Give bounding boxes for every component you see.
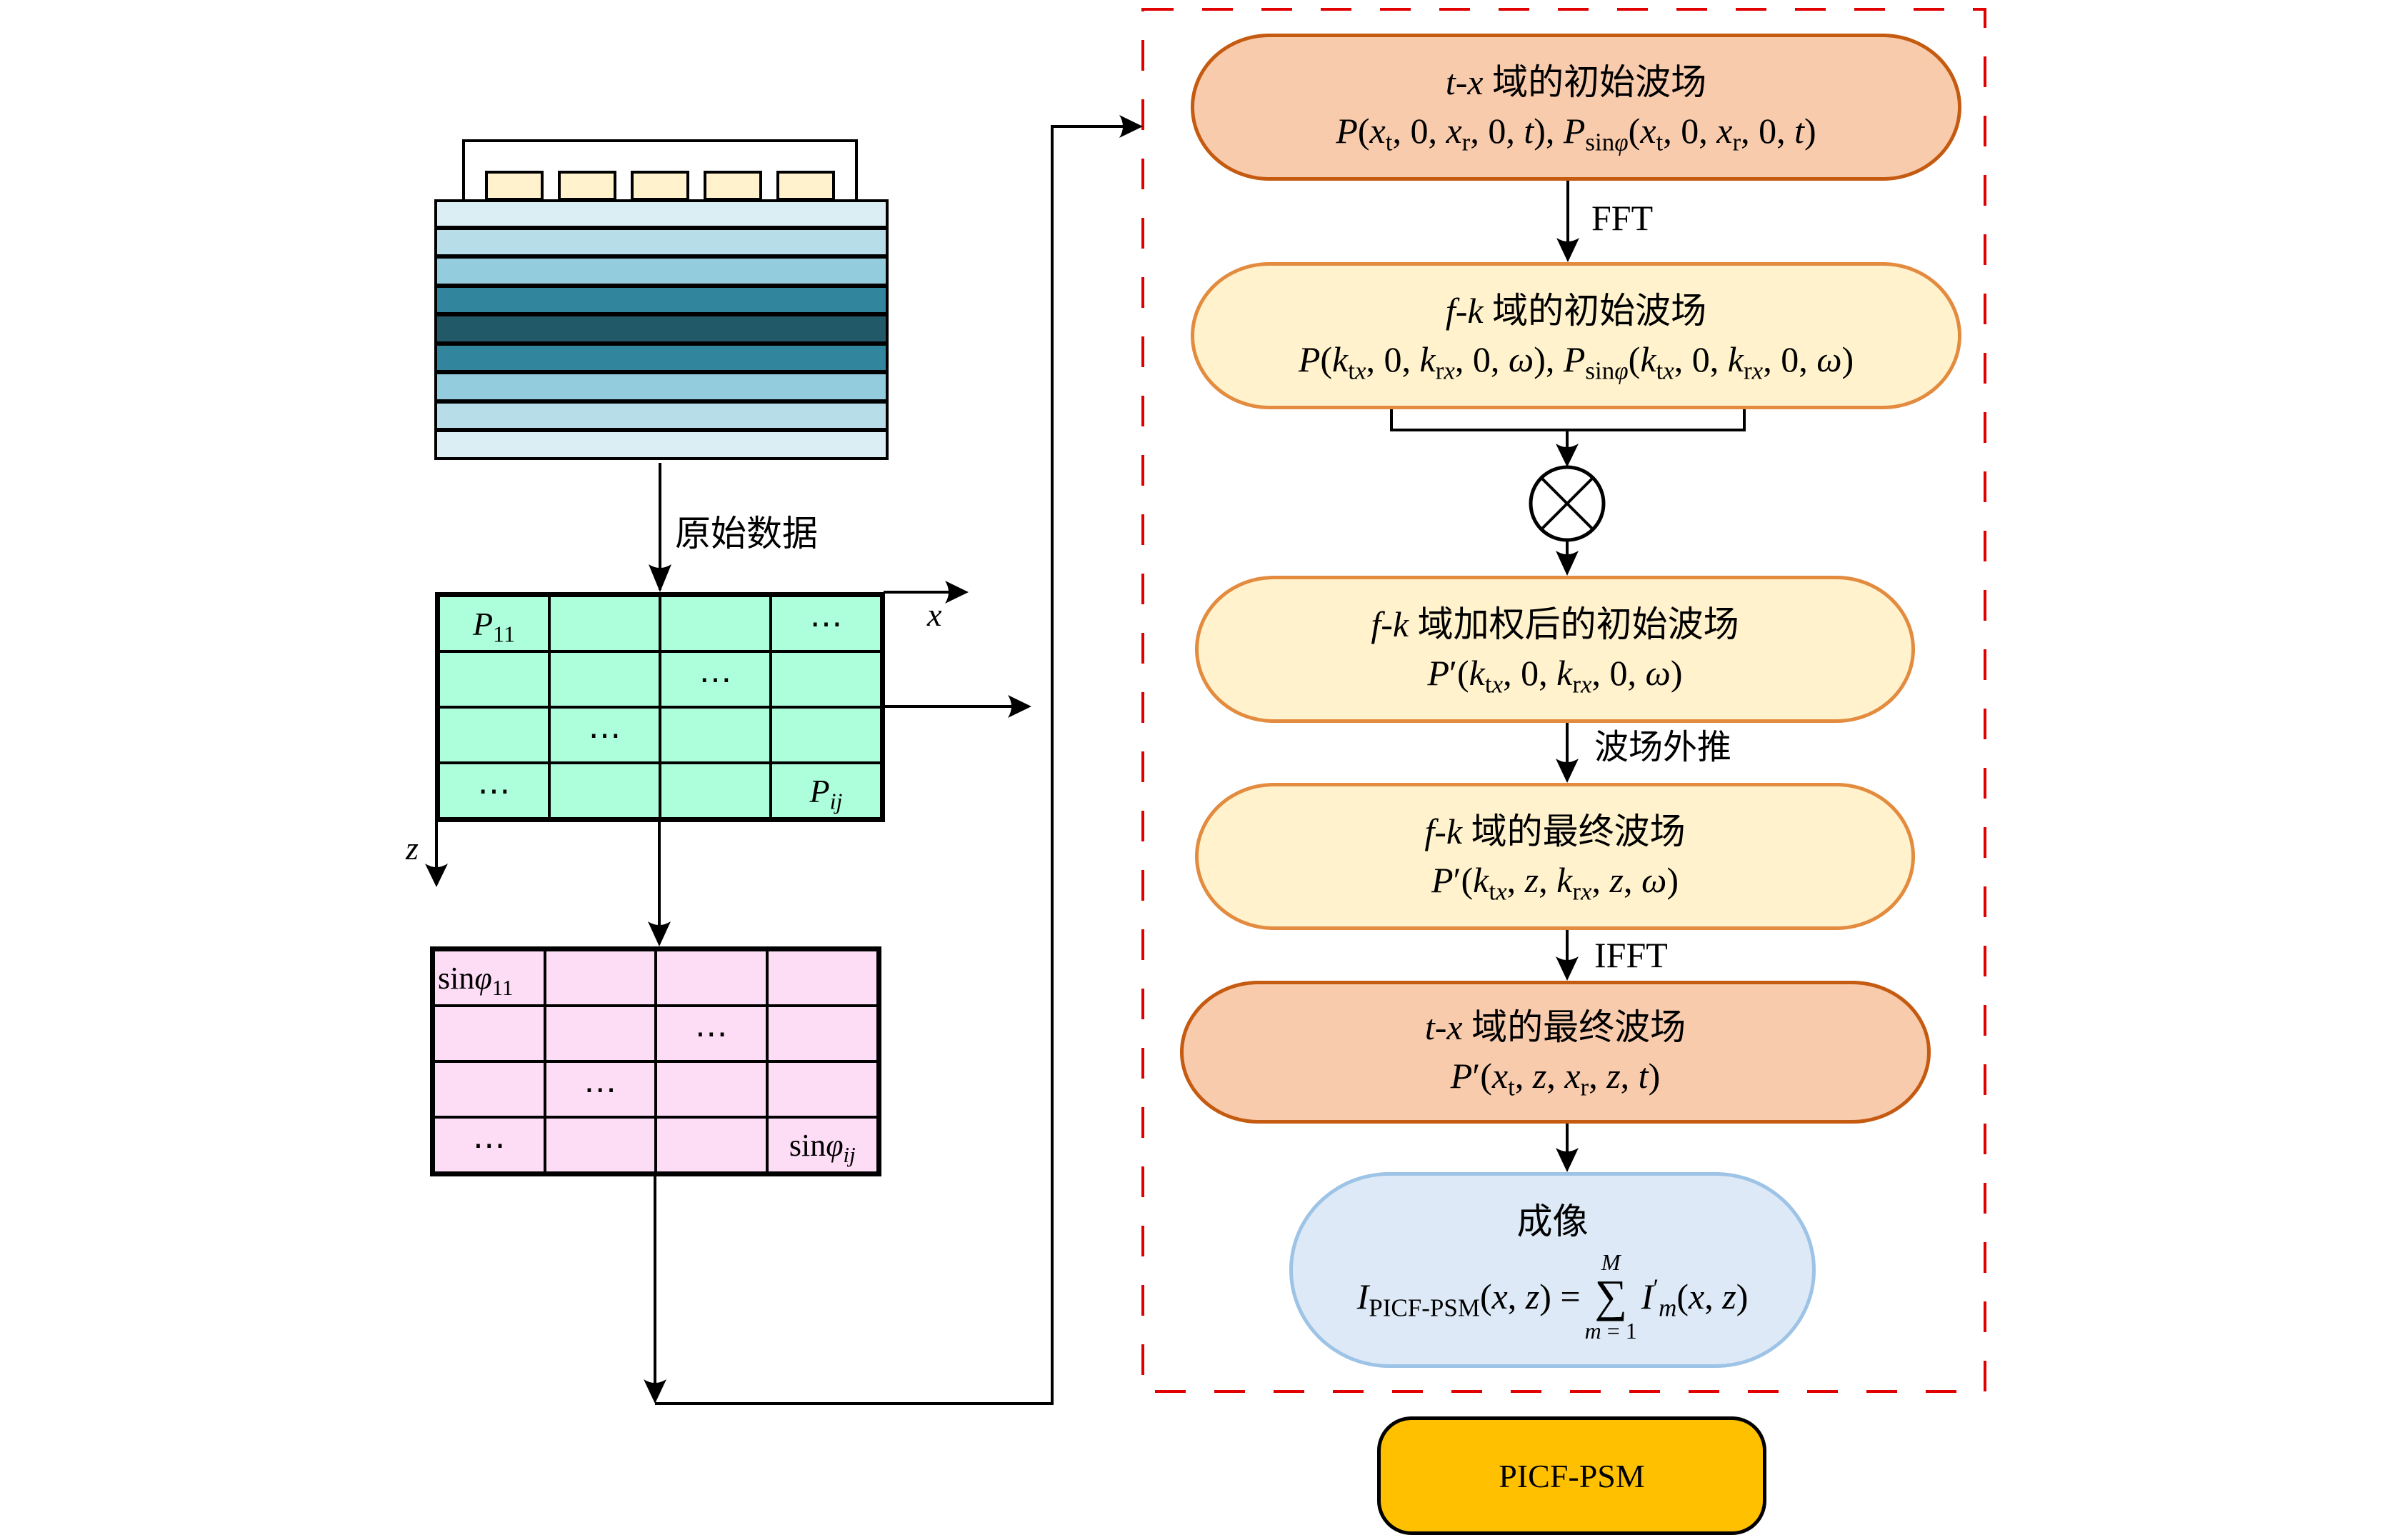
matrix-cell: P11 xyxy=(439,596,549,651)
arrowhead-icon xyxy=(644,1379,666,1404)
matrix-cell xyxy=(660,596,771,651)
matrix-cell xyxy=(544,1006,656,1061)
model-layer xyxy=(434,199,889,229)
matrix-cell xyxy=(549,763,660,819)
grid-output-arrowhead-icon xyxy=(1008,695,1031,718)
matrix-cell xyxy=(656,1117,767,1173)
matrix-cell xyxy=(434,1006,545,1061)
arrowhead-icon xyxy=(1556,956,1579,981)
matrix-cell xyxy=(771,651,881,707)
sensor-icon xyxy=(776,171,835,201)
matrix-cell: ⋯ xyxy=(439,763,549,819)
matrix-cell xyxy=(434,1061,545,1117)
arrowhead-icon xyxy=(649,564,671,592)
matrix-cell xyxy=(656,1061,767,1117)
method-badge-label: PICF-PSM xyxy=(1499,1457,1645,1494)
matrix-cell xyxy=(771,707,881,763)
sensor-icon xyxy=(558,171,616,201)
matrix-cell: sinφ11 xyxy=(434,950,545,1006)
matrix-cell xyxy=(549,596,660,651)
step-title: 域的最终波场 xyxy=(1462,1006,1686,1047)
step-title: 域的最终波场 xyxy=(1462,811,1686,851)
imaging-formula: IPICF-PSM(x, z) = M ∑ m = 1 I′m(x, z) xyxy=(1356,1249,1749,1344)
matrix-cell xyxy=(544,1117,656,1173)
ifft-label: IFFT xyxy=(1594,935,1668,975)
route-arrowhead-icon xyxy=(1119,115,1143,138)
pressure-matrix: P11⋯⋯⋯⋯Pij xyxy=(435,592,885,822)
step-title-var: f-k xyxy=(1424,811,1463,851)
step-fk-initial-wavefield: f-k 域的初始波场 P(ktx, 0, krx, 0, ω), Psinφ(k… xyxy=(1191,262,1961,409)
sensor-icon xyxy=(631,171,689,201)
step-imaging: 成像 IPICF-PSM(x, z) = M ∑ m = 1 I′m(x, z) xyxy=(1289,1172,1816,1368)
matrix-cell: ⋯ xyxy=(771,596,881,651)
arrowhead-icon xyxy=(1556,1148,1579,1172)
matrix-cell xyxy=(656,950,767,1006)
step-formula: P(xt, 0, xr, 0, t), Psinφ(xt, 0, xr, 0, … xyxy=(1336,110,1816,156)
arrowhead-icon xyxy=(1556,551,1579,576)
fft-label: FFT xyxy=(1591,198,1654,238)
step-title: 域加权后的初始波场 xyxy=(1409,604,1739,644)
arrowhead-icon xyxy=(648,921,671,946)
matrix-cell: ⋯ xyxy=(660,651,771,707)
step-tx-final-wavefield: t-x 域的最终波场 P′(xt, z, xr, z, t) xyxy=(1180,981,1931,1124)
arrowhead-icon xyxy=(1556,759,1579,783)
multiply-icon xyxy=(1529,465,1606,542)
matrix-cell xyxy=(549,651,660,707)
model-layer xyxy=(434,314,889,344)
matrix-cell xyxy=(766,1006,878,1061)
model-layer xyxy=(434,371,889,402)
model-layer xyxy=(434,400,889,431)
model-layer xyxy=(434,256,889,286)
matrix-cell xyxy=(766,1061,878,1117)
matrix-cell: ⋯ xyxy=(544,1061,656,1117)
route-to-flow-line xyxy=(655,125,1139,1405)
sensor-icon xyxy=(704,171,762,201)
z-axis-label: z xyxy=(406,830,419,866)
method-badge: PICF-PSM xyxy=(1377,1416,1766,1535)
matrix-cell xyxy=(660,707,771,763)
matrix-cell: sinφij xyxy=(766,1117,878,1173)
matrix-cell: ⋯ xyxy=(434,1117,545,1173)
step-formula: P(ktx, 0, krx, 0, ω), Psinφ(ktx, 0, krx,… xyxy=(1298,339,1854,384)
step-title: 域的初始波场 xyxy=(1483,290,1707,331)
step-title-var: t-x xyxy=(1445,61,1484,102)
raw-data-label: 原始数据 xyxy=(675,513,818,554)
matrix-cell xyxy=(439,651,549,707)
sin-phi-matrix: sinφ11⋯⋯⋯sinφij xyxy=(430,946,881,1176)
model-layer xyxy=(434,226,889,257)
step-formula: P′(ktx, 0, krx, 0, ω) xyxy=(1427,652,1683,698)
extrapolation-label: 波场外推 xyxy=(1594,727,1732,767)
model-layer xyxy=(434,342,889,373)
matrix-cell xyxy=(544,950,656,1006)
step-title-var: t-x xyxy=(1424,1006,1463,1047)
matrix-cell xyxy=(439,707,549,763)
step-title: 成像 xyxy=(1516,1201,1589,1241)
matrix-cell: Pij xyxy=(771,763,881,819)
merge-bracket xyxy=(1390,408,1746,431)
matrix-cell xyxy=(660,763,771,819)
step-formula: P′(ktx, z, krx, z, ω) xyxy=(1431,859,1679,905)
step-title: 域的初始波场 xyxy=(1483,61,1707,102)
x-axis-arrowhead-icon xyxy=(945,581,969,604)
matrix-cell xyxy=(766,950,878,1006)
step-fk-weighted-wavefield: f-k 域加权后的初始波场 P′(ktx, 0, krx, 0, ω) xyxy=(1195,576,1915,723)
matrix-cell: ⋯ xyxy=(549,707,660,763)
flow-dashed-boundary xyxy=(1141,8,1986,1393)
step-formula: P′(xt, z, xr, z, t) xyxy=(1450,1055,1661,1101)
sensor-icon xyxy=(485,171,544,201)
step-title-var: f-k xyxy=(1371,604,1409,644)
arrowhead-icon xyxy=(1556,444,1579,467)
z-axis-arrowhead-icon xyxy=(425,864,448,887)
model-layer xyxy=(434,284,889,315)
x-axis-label: x xyxy=(927,596,942,633)
step-title-var: f-k xyxy=(1445,290,1484,331)
step-tx-initial-wavefield: t-x 域的初始波场 P(xt, 0, xr, 0, t), Psinφ(xt,… xyxy=(1191,34,1961,181)
step-fk-final-wavefield: f-k 域的最终波场 P′(ktx, z, krx, z, ω) xyxy=(1195,783,1915,930)
model-layer xyxy=(434,429,889,460)
sensor-bracket xyxy=(462,139,858,201)
arrowhead-icon xyxy=(1556,238,1579,262)
matrix-cell: ⋯ xyxy=(656,1006,767,1061)
